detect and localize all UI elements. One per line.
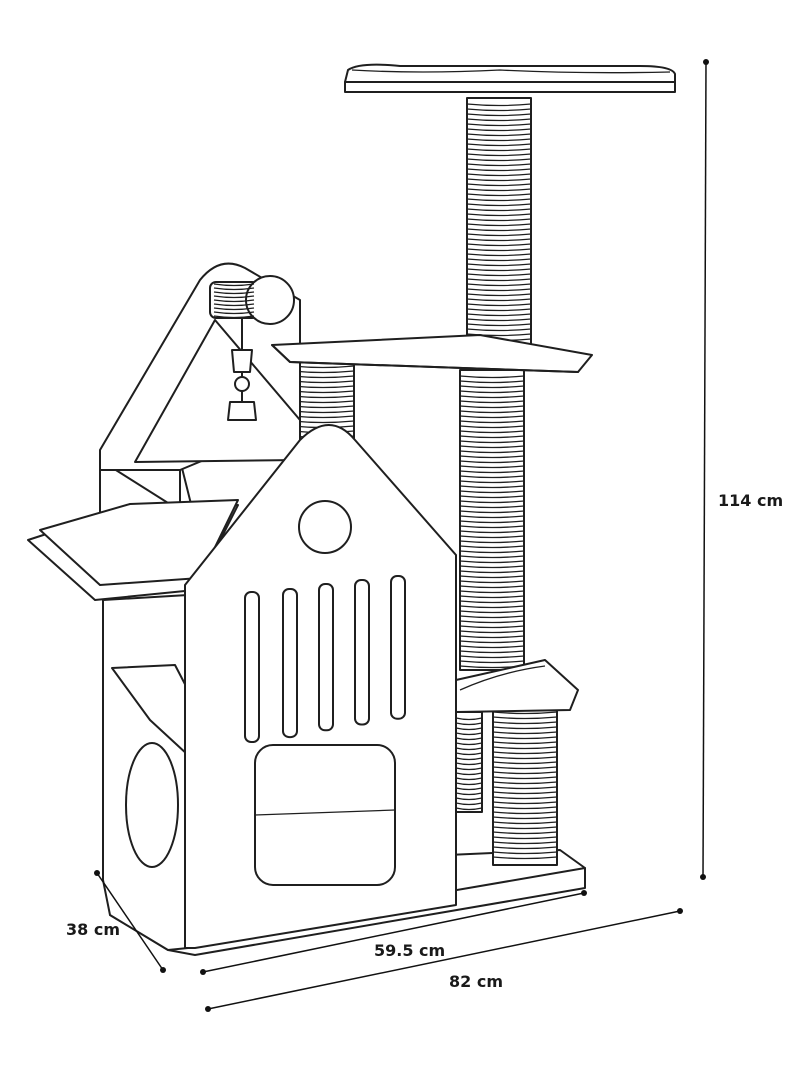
lower-right-platform (455, 659, 579, 713)
cabin-side-wall (102, 594, 189, 951)
inner-width-dimension-label: 59.5 cm (374, 941, 446, 960)
top-platform (344, 63, 676, 93)
middle-scratching-post (459, 369, 525, 671)
total-width-dimension-label: 82 cm (449, 972, 503, 991)
middle-platform (271, 334, 593, 373)
left-platform (27, 499, 239, 601)
depth-dimension-label: 38 cm (66, 920, 120, 939)
top-scratching-post (466, 97, 532, 347)
low-scratching-post (455, 704, 558, 866)
dimension-lines (94, 59, 709, 1012)
height-dimension-label: 114 cm (718, 491, 784, 510)
house-front (184, 424, 457, 949)
roller-toy (209, 275, 295, 421)
